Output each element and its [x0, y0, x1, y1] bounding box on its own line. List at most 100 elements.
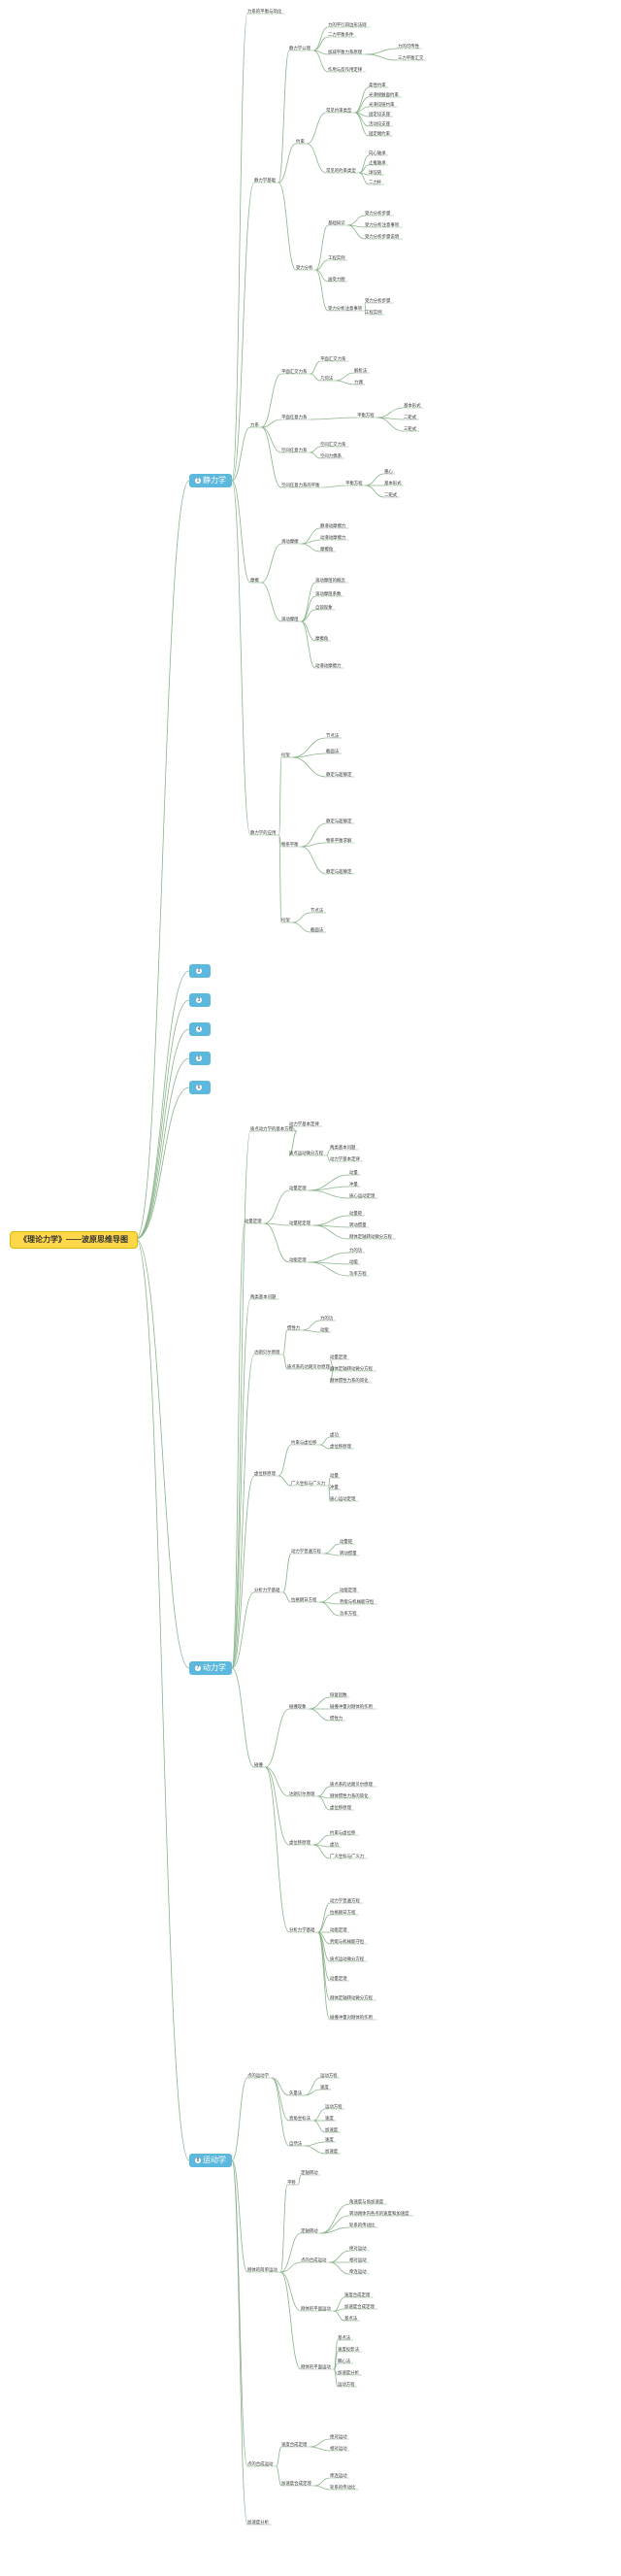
node[interactable]: 力偶	[354, 380, 363, 385]
node[interactable]: 牵连运动	[349, 2269, 367, 2274]
node[interactable]: 动能	[349, 1259, 358, 1264]
b1-s3[interactable]: 摩擦	[250, 578, 259, 583]
node[interactable]: 加速度合成定理	[344, 2304, 375, 2309]
node[interactable]: 碰撞现象	[289, 1704, 307, 1709]
node[interactable]: 虚位移原理	[289, 1840, 310, 1845]
node[interactable]: 质点运动微分方程	[330, 1957, 365, 1961]
node[interactable]: 加速度	[325, 2149, 339, 2154]
node[interactable]: 瞬心法	[338, 2359, 351, 2363]
root-topic[interactable]: 《理论力学》——波原思维导图	[10, 1231, 138, 1249]
node[interactable]: 摩擦角	[320, 547, 334, 552]
node[interactable]: 截面法	[326, 749, 340, 753]
node[interactable]: 刚体定轴转动微分方程	[330, 1366, 373, 1371]
node[interactable]: 质心运动定理	[349, 1193, 376, 1198]
node[interactable]: 速度合成定理	[281, 2442, 308, 2447]
node[interactable]: 基本形式	[404, 403, 421, 408]
node[interactable]: 质点运动微分方程	[289, 1151, 324, 1155]
node[interactable]: 刚体惯性力系的简化	[330, 1793, 369, 1798]
node[interactable]: 相对运动	[349, 2258, 367, 2262]
node[interactable]: 自然法	[289, 2141, 303, 2146]
node[interactable]: 动能定理	[340, 1588, 357, 1592]
node[interactable]: 二力杆	[369, 180, 382, 184]
node[interactable]: 刚体的平面运动	[301, 2306, 331, 2311]
node[interactable]: 解析法	[354, 368, 368, 373]
node[interactable]: 物系平衡	[281, 842, 299, 847]
node[interactable]: 画受力图	[328, 277, 345, 282]
node[interactable]: 三力平衡汇交	[398, 55, 424, 60]
node[interactable]: 力的可传性	[398, 44, 419, 49]
node[interactable]: 物系平衡求解	[326, 838, 352, 843]
node[interactable]: 惯性力	[330, 1716, 343, 1721]
node[interactable]: 动滑动摩擦力	[320, 535, 346, 540]
node[interactable]: 转动刚体内各点的速度和加速度	[349, 2211, 409, 2216]
node[interactable]: 节点法	[326, 733, 340, 738]
node[interactable]: 静定与超静定	[326, 869, 352, 874]
node[interactable]: 动力学基本定律	[330, 1156, 360, 1161]
node[interactable]: 空间任意力系的平衡	[281, 483, 320, 487]
node[interactable]: 力的功	[320, 1316, 334, 1321]
node[interactable]: 动量定理	[289, 1186, 307, 1190]
node[interactable]: 止推轴承	[369, 160, 386, 165]
branch-b2[interactable]: 2	[189, 964, 211, 978]
node[interactable]: 虚位移原理	[330, 1444, 351, 1449]
node[interactable]: 基点法	[338, 2335, 351, 2340]
node[interactable]: 广义坐标与广义力	[291, 1481, 326, 1486]
node[interactable]: 向心轴承	[369, 151, 386, 155]
node[interactable]: 滚动摩阻	[281, 617, 299, 621]
b8-u2[interactable]: 刚体的简单运动	[247, 2267, 278, 2272]
node[interactable]: 运动方程	[338, 2382, 355, 2387]
node[interactable]: 定轴转动	[301, 2170, 318, 2175]
node[interactable]: 动能定理	[330, 1927, 347, 1932]
node[interactable]: 二力平衡条件	[328, 32, 354, 37]
node[interactable]: 加速度分析	[338, 2370, 359, 2375]
b8-u1[interactable]: 点的运动学	[247, 2073, 269, 2078]
node[interactable]: 受力分析注意事项	[365, 222, 400, 227]
node[interactable]: 速度	[325, 2116, 334, 2121]
node[interactable]: 受力分析步骤	[365, 298, 391, 303]
node[interactable]: 轮系的传动比	[349, 2223, 376, 2227]
node[interactable]: 力的平行四边形法则	[328, 22, 367, 27]
node[interactable]: 自锁现象	[315, 605, 333, 610]
node[interactable]: 约束与虚位移	[291, 1440, 317, 1445]
node[interactable]: 受力分析步骤说明	[365, 234, 400, 239]
node[interactable]: 分析力学基础	[289, 1927, 315, 1932]
node[interactable]: 二矩式	[404, 415, 417, 419]
node[interactable]: 虚功	[330, 1842, 339, 1847]
node[interactable]: 桁架	[281, 918, 290, 922]
b7-t5[interactable]: 达朗贝尔原理	[254, 1350, 280, 1355]
node[interactable]: 常见约束类型	[326, 108, 352, 113]
node[interactable]: 约束与虚位移	[330, 1830, 356, 1835]
node[interactable]: 工程实例	[328, 255, 345, 260]
node[interactable]: 刚体定轴转动微分方程	[349, 1234, 392, 1239]
node[interactable]: 空间任意力系	[281, 448, 308, 452]
node[interactable]: 加减平衡力系原理	[328, 50, 363, 54]
node[interactable]: 广义坐标与广义力	[330, 1854, 365, 1858]
node[interactable]: 动量矩	[349, 1211, 363, 1216]
node[interactable]: 光滑接触面约束	[369, 92, 399, 97]
node[interactable]: 动量	[330, 1473, 339, 1478]
node[interactable]: 动力学普遍方程	[291, 1549, 321, 1554]
node[interactable]: 平面汇交力系	[320, 356, 346, 361]
node[interactable]: 静定与超静定	[326, 772, 352, 777]
node[interactable]: 转动惯量	[349, 1222, 367, 1227]
node[interactable]: 质点系的达朗贝尔原理	[330, 1782, 373, 1787]
node[interactable]: 两类基本问题	[250, 1294, 277, 1299]
node[interactable]: 柔性约束	[369, 83, 386, 87]
node[interactable]: 动量定理	[330, 1355, 347, 1359]
b1-s2[interactable]: 力系	[250, 422, 259, 427]
node[interactable]: 动量	[349, 1170, 358, 1175]
b1-s1a[interactable]: 静力学公理	[289, 46, 310, 50]
b7-t6[interactable]: 虚位移原理	[254, 1471, 276, 1476]
node[interactable]: 三矩式	[404, 426, 417, 431]
node[interactable]: 动能	[320, 1327, 329, 1332]
node[interactable]: 常见的约束类型	[326, 168, 356, 173]
node[interactable]: 平衡方程	[357, 413, 375, 418]
b7-t1[interactable]: 质点动力学的基本方程	[250, 1126, 293, 1131]
node[interactable]: 拉格朗日方程	[291, 1597, 317, 1602]
node[interactable]: 碰撞冲量对刚体的作用	[330, 2015, 373, 2020]
b1-s1[interactable]: 静力学基础	[254, 178, 276, 183]
branch-b3[interactable]: 3	[189, 993, 211, 1007]
node[interactable]: 速度合成定理	[344, 2292, 371, 2297]
node[interactable]: 基点法	[344, 2316, 358, 2321]
